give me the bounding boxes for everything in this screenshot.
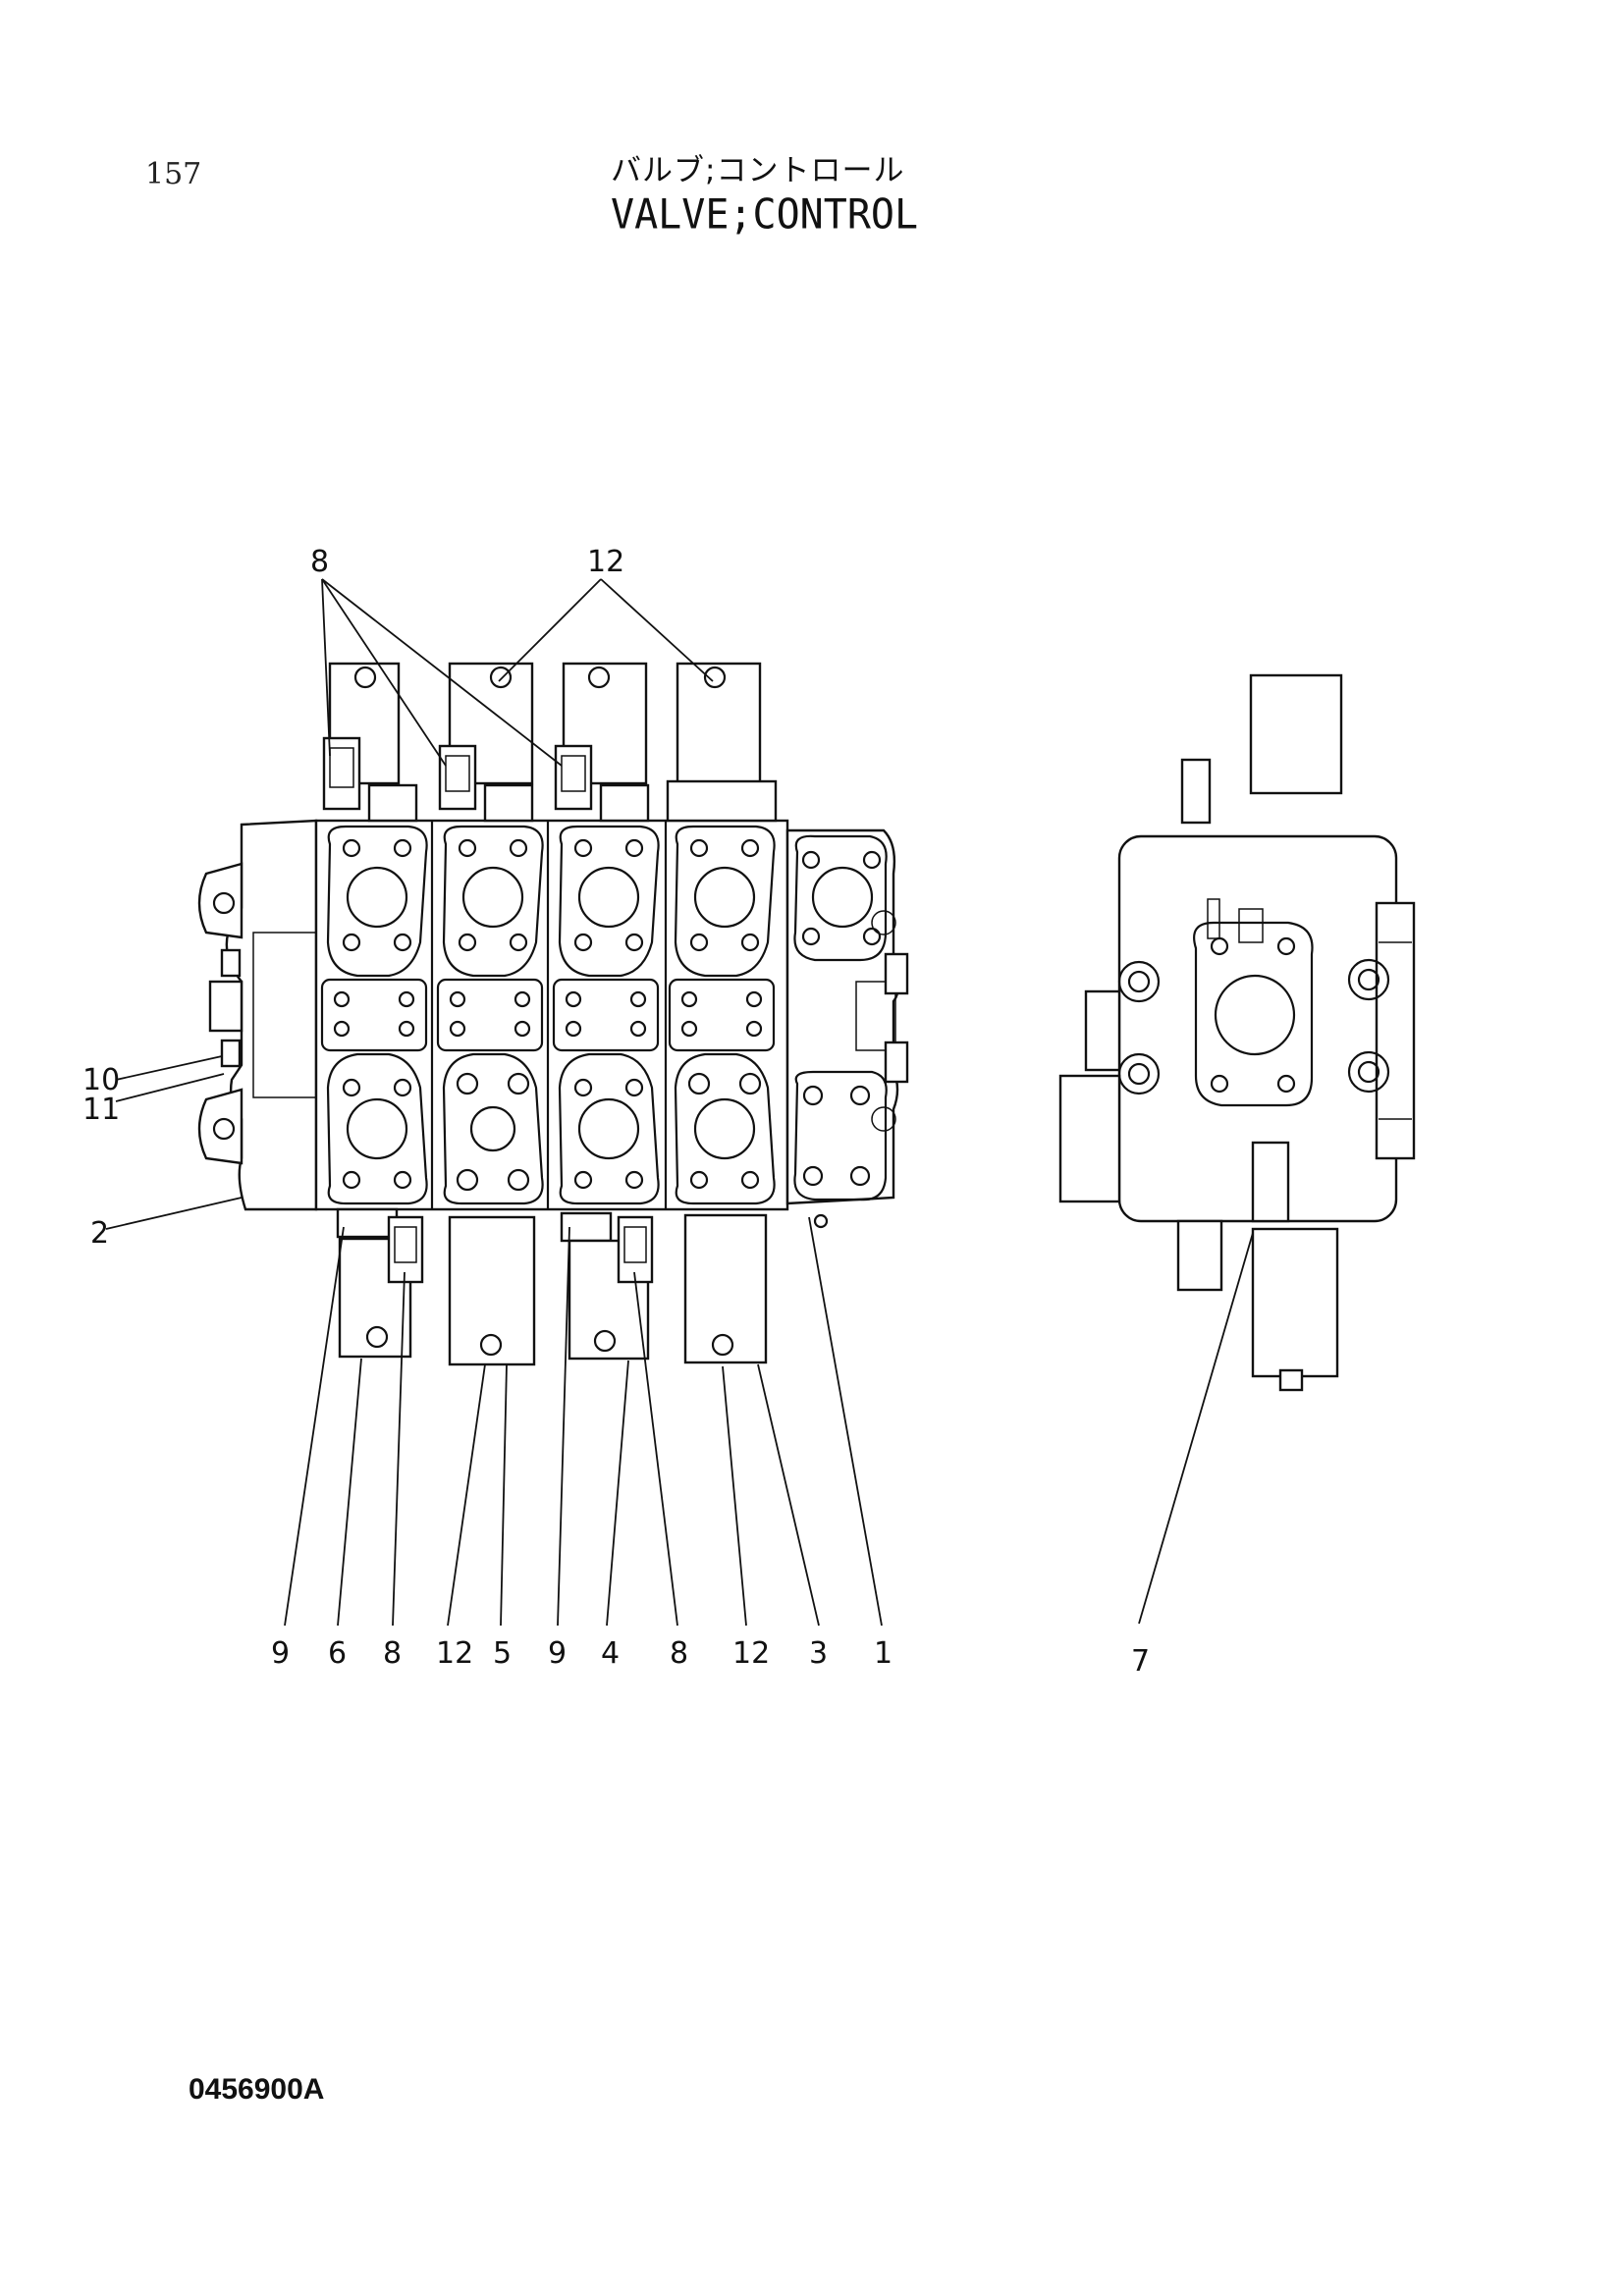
- callout-bottom-8a: 8: [383, 1636, 402, 1671]
- callout-bottom-9a: 9: [271, 1636, 290, 1671]
- callout-bottom-3: 3: [809, 1636, 828, 1671]
- callout-7: 7: [1131, 1644, 1150, 1679]
- main-valve-assembly: [197, 662, 909, 1366]
- callout-bottom-9b: 9: [548, 1636, 567, 1671]
- callout-bottom-12b: 12: [732, 1636, 770, 1671]
- page-number: 157: [145, 157, 202, 191]
- drawing-code: 0456900A: [189, 2073, 325, 2106]
- callout-10: 10: [82, 1063, 120, 1097]
- callout-12-top: 12: [587, 545, 624, 579]
- top-spool-caps: [322, 662, 778, 823]
- callout-8-top: 8: [310, 545, 329, 579]
- callout-bottom-12a: 12: [436, 1636, 473, 1671]
- callout-bottom-5: 5: [493, 1636, 512, 1671]
- bottom-spool-caps: [336, 1207, 829, 1366]
- callout-bottom-1: 1: [874, 1636, 893, 1671]
- callout-2: 2: [90, 1216, 109, 1251]
- title-japanese: バルブ;コントロール: [611, 153, 905, 188]
- callout-bottom-4: 4: [601, 1636, 620, 1671]
- leader-lines: [105, 578, 1254, 1627]
- callout-bottom-8b: 8: [670, 1636, 688, 1671]
- section-flanges: [326, 825, 776, 1205]
- callout-11: 11: [82, 1093, 120, 1127]
- callout-bottom-6: 6: [328, 1636, 347, 1671]
- side-view-valve: [1058, 673, 1416, 1392]
- title-english: VALVE;CONTROL: [611, 190, 919, 240]
- callout-labels: 8 12 10 11 2 9 6 8 12 5 9 4 8 12 3 1 7: [82, 545, 1150, 1679]
- middle-bolt-plates: [320, 978, 776, 1052]
